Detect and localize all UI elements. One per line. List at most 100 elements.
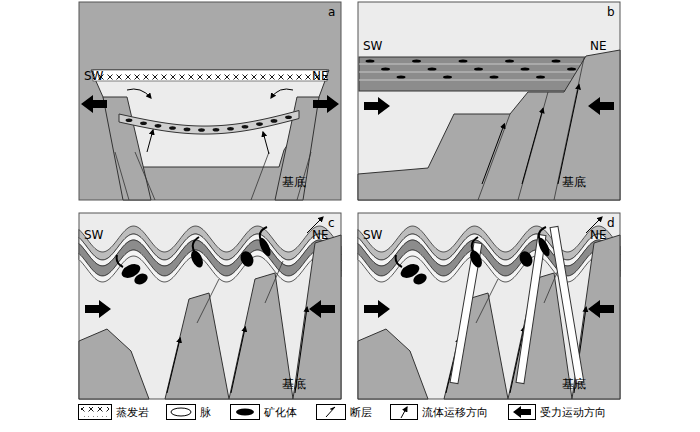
direction-label: NE [312, 229, 329, 242]
sample-box [231, 405, 260, 420]
panel-a [79, 2, 341, 200]
ore-lens [184, 128, 191, 132]
sample-box [79, 405, 112, 420]
vein [516, 234, 546, 383]
basement [293, 235, 341, 399]
ore-sample [236, 409, 254, 416]
ore-lens [490, 75, 499, 78]
ore-lens [381, 67, 390, 70]
legend-entry: 断层 [316, 404, 372, 420]
fault-sample [326, 407, 335, 417]
fluid-arrow [558, 85, 579, 184]
ore-lens [536, 75, 545, 78]
legend-text: 蒸发岩 [116, 405, 149, 420]
panel-c [79, 213, 341, 399]
fluid-sample [401, 407, 407, 418]
direction-label: SW [84, 70, 103, 83]
fluid-arrow [522, 108, 543, 184]
ore-vein [396, 227, 546, 267]
panel-letter: c [328, 217, 335, 230]
vein-sample [171, 408, 191, 416]
legend-entry: 矿化体 [230, 404, 297, 420]
legend-sample [78, 404, 112, 420]
ore-lens [474, 67, 483, 70]
panel-letter: b [607, 6, 615, 19]
fault-line [251, 152, 269, 200]
panel-letter: d [607, 217, 615, 230]
fluid-arrow [271, 89, 293, 98]
panel-frame [358, 213, 620, 399]
fault-line [197, 279, 219, 323]
basement-label: 基底 [282, 176, 306, 189]
force-arrow [81, 95, 107, 113]
vein [550, 226, 584, 383]
sediment-bed [119, 111, 299, 135]
direction-label: SW [363, 40, 382, 53]
fault-line [518, 92, 548, 200]
fault-line [478, 114, 510, 200]
stratum-line [359, 64, 584, 65]
ore-body [517, 249, 535, 269]
fluid-arrow [127, 89, 151, 98]
ore-lens [169, 126, 176, 130]
panel-frame [79, 2, 341, 200]
ore-lens [155, 124, 162, 128]
ore-lens [505, 59, 514, 62]
ore-body [133, 272, 150, 287]
sediment-band [359, 57, 585, 91]
force-arrow [313, 95, 339, 113]
legend-text: 流体运移方向 [422, 405, 488, 420]
legend-entry: 脉 [166, 404, 211, 420]
ore-lens [227, 127, 234, 131]
evaporite-sample [81, 407, 109, 417]
ore-lens [242, 125, 249, 129]
legend-text: 断层 [350, 405, 372, 420]
ore-body [412, 272, 429, 287]
legend-text: 受力运动方向 [540, 405, 606, 420]
ore-lens [521, 67, 530, 70]
direction-label: NE [312, 70, 329, 83]
direction-label: SW [84, 229, 103, 242]
legend-sample [230, 404, 260, 420]
panel-frame [79, 213, 341, 399]
ore-lens [428, 67, 437, 70]
basement-label: 基底 [562, 378, 586, 391]
force-sample [513, 406, 531, 418]
ore-lens [459, 59, 468, 62]
ore-vein [117, 227, 267, 267]
basement [358, 50, 620, 200]
sample-box [391, 405, 418, 420]
fluid-arrow [167, 338, 180, 393]
legend-entry: 受力运动方向 [508, 404, 606, 420]
stratum-line [359, 72, 584, 73]
sample-box [317, 405, 346, 420]
legend-entry: 流体运移方向 [390, 404, 488, 420]
ore-lens [366, 59, 375, 62]
ore-lens [552, 59, 561, 62]
force-arrow [588, 97, 614, 115]
fault-block [103, 97, 151, 200]
fluid-arrow [482, 124, 504, 184]
panel-frame [358, 2, 620, 200]
direction-label: NE [590, 229, 607, 242]
direction-label: SW [363, 229, 382, 242]
direction-label: NE [590, 40, 607, 53]
ore-lens [271, 119, 278, 123]
legend-text: 脉 [200, 405, 211, 420]
legend-text: 矿化体 [264, 405, 297, 420]
basement [165, 293, 229, 399]
force-arrow [364, 97, 390, 115]
ore-lens [213, 128, 220, 132]
fault-line [476, 279, 498, 323]
ore-lens [198, 128, 205, 132]
ore-lens [397, 75, 406, 78]
basement [79, 329, 149, 399]
fault-line [115, 152, 129, 200]
fluid-arrow [147, 130, 153, 152]
basement-label: 基底 [282, 378, 306, 391]
ore-lens [285, 115, 292, 119]
force-arrow [588, 300, 614, 318]
force-arrow [85, 300, 111, 318]
